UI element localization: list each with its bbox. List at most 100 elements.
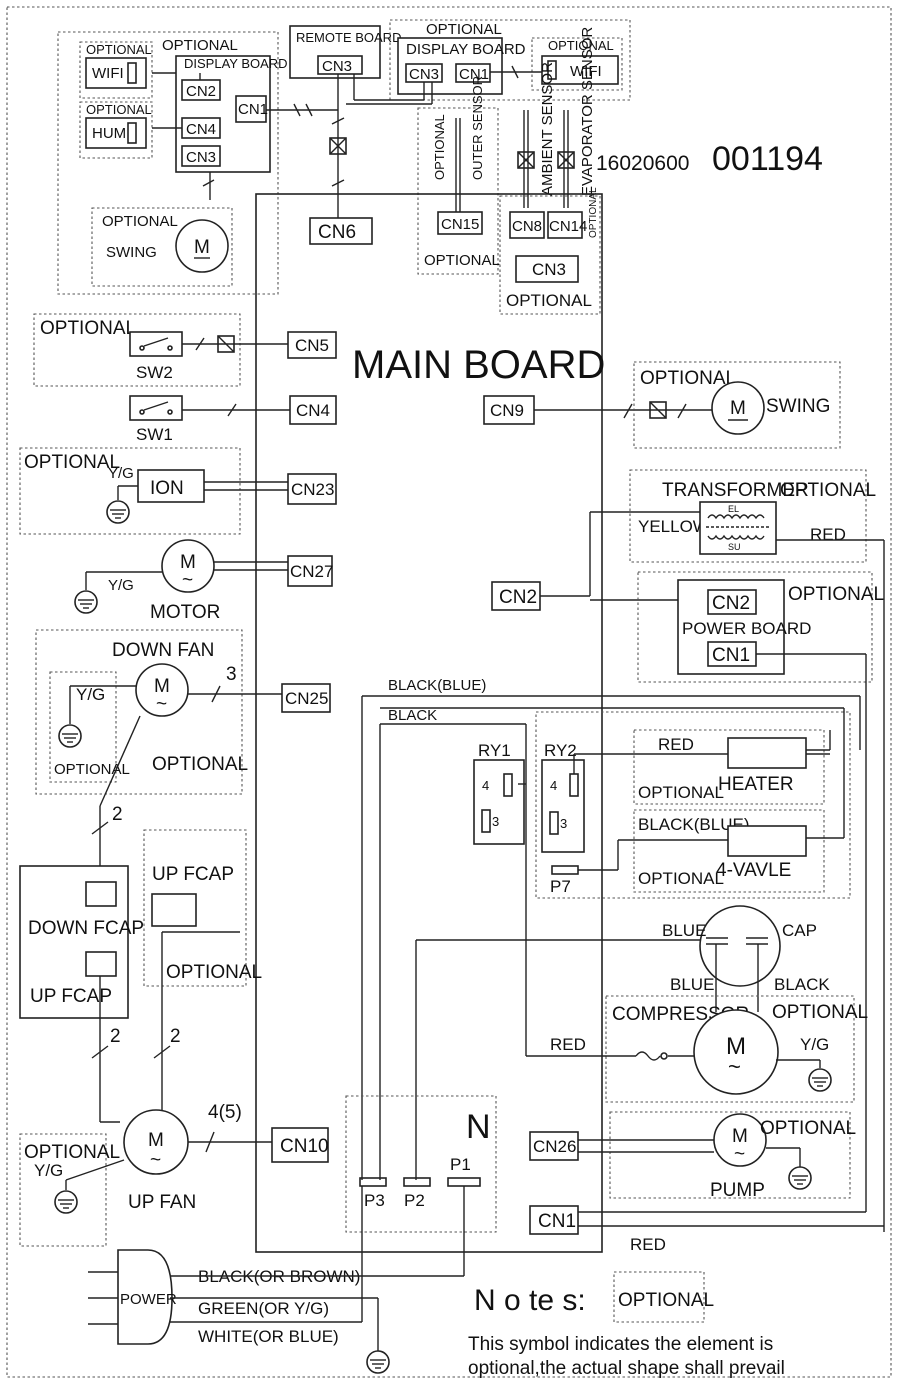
remote-cn3 — [317, 55, 363, 75]
down-fan-ground-icon — [58, 724, 82, 748]
display-left-cn3 — [181, 145, 221, 167]
ry1-label: RY1 — [478, 741, 511, 760]
swing-right-ferrite — [649, 401, 667, 419]
p2-label: P2 — [404, 1191, 425, 1210]
cn6-label: CN6 — [318, 222, 356, 243]
optional-label: OPTIONAL — [424, 252, 500, 269]
display-right-cn3-label: CN3 — [409, 66, 439, 83]
black-blue-label: BLACK(BLUE) — [388, 677, 486, 694]
display-left-cn2 — [181, 79, 221, 101]
cn2-label: CN2 — [499, 587, 537, 608]
down-fan-wire-count: 3 — [226, 664, 237, 685]
cn4-connector — [289, 395, 337, 425]
up-fan-tilde: ~ — [150, 1150, 161, 1171]
remote-board — [289, 25, 381, 79]
swing-label-right: SWING — [766, 396, 830, 417]
wifi-connector-left — [127, 62, 137, 84]
display-left-cn1-label: CN1 — [238, 101, 268, 118]
optional-label: OPTIONAL — [548, 38, 614, 53]
compressor-tilde: ~ — [728, 1054, 741, 1079]
optional-label: OPTIONAL — [638, 869, 724, 888]
cn5-connector — [287, 331, 337, 359]
cn1-connector — [529, 1205, 579, 1235]
cn4-label: CN4 — [296, 401, 330, 420]
display-right-cn1-label: CN1 — [459, 66, 489, 83]
optional-up-fcap-group — [143, 829, 247, 987]
optional-label: OPTIONAL — [24, 1142, 120, 1163]
serial-number-big: 001194 — [712, 140, 823, 178]
heater — [727, 737, 807, 769]
outer-sensor-label: OUTER SENSOR — [470, 76, 485, 180]
optional-label: OPTIONAL — [432, 114, 447, 180]
p2-terminal — [403, 1177, 431, 1187]
power-label: POWER — [120, 1291, 177, 1308]
optional-display-group-left — [57, 31, 279, 295]
swing-motor-right — [711, 381, 765, 435]
cn23-label: CN23 — [291, 480, 334, 499]
hum-connector — [127, 122, 137, 144]
compressor-motor — [693, 1009, 779, 1095]
power-board-cn1-label: CN1 — [712, 645, 750, 666]
red-label-transformer: RED — [810, 525, 846, 544]
sw1-switch — [129, 395, 183, 421]
remote-cn3-label: CN3 — [322, 58, 352, 75]
motor-m: M — [180, 552, 196, 573]
cn6-ferrite — [329, 137, 347, 155]
sensor-cn3-connector — [515, 255, 579, 283]
optional-label: OPTIONAL — [86, 42, 152, 57]
optional-label: OPTIONAL — [772, 1002, 868, 1023]
cn15-label: CN15 — [441, 216, 479, 233]
p7-label: P7 — [550, 877, 571, 896]
swing-label-left: SWING — [106, 244, 157, 261]
up-fcap-wire-count-b: 2 — [170, 1026, 181, 1047]
wifi-label-right: WIFI — [570, 63, 602, 80]
swing-motor-right-m: M — [730, 398, 746, 419]
optional-terminal-group — [345, 1095, 497, 1233]
down-fan-motor — [135, 663, 189, 717]
cn25-connector — [281, 683, 331, 713]
ion-yg-label: Y/G — [108, 465, 134, 482]
optional-pump-group — [609, 1111, 851, 1199]
wifi-label-left: WIFI — [92, 65, 124, 82]
optional-label: OPTIONAL — [780, 480, 876, 501]
cn6-connector — [309, 217, 373, 245]
optional-label: OPTIONAL — [760, 1118, 856, 1139]
ambient-sensor-ferrite — [517, 151, 535, 169]
pump-label: PUMP — [710, 1180, 765, 1201]
optional-label: OPTIONAL — [162, 37, 238, 54]
optional-wifi-box-left — [79, 41, 153, 99]
ry1-pin-3: 3 — [492, 814, 499, 829]
wifi-connector-right — [547, 60, 557, 80]
display-left-cn1 — [235, 95, 267, 123]
sw2-switch — [129, 331, 183, 357]
notes-line-2: optional,the actual shape shall prevail — [468, 1358, 785, 1379]
p3-label: P3 — [364, 1191, 385, 1210]
cn15-connector — [437, 211, 483, 235]
power-board-label: POWER BOARD — [682, 619, 811, 638]
evaporator-sensor-ferrite — [557, 151, 575, 169]
optional-down-fan-yg — [49, 671, 117, 783]
optional-label: OPTIONAL — [788, 584, 884, 605]
sw1-label: SW1 — [136, 425, 173, 444]
optional-power-board-group — [637, 571, 873, 683]
down-fan-m: M — [154, 676, 170, 697]
ion-box — [137, 469, 205, 503]
pump-m: M — [732, 1126, 748, 1147]
optional-label: OPTIONAL — [86, 102, 152, 117]
motor-ground-icon — [74, 590, 98, 614]
notes-title: N o te s: — [474, 1284, 586, 1317]
4-valve-label: 4-VAVLE — [716, 860, 791, 881]
optional-label: OPTIONAL — [152, 754, 248, 775]
heater-red-label: RED — [658, 735, 694, 754]
optional-wifi-box-right — [531, 37, 623, 91]
hum-label: HUM — [92, 125, 126, 142]
ry2-pin-4: 4 — [550, 778, 557, 793]
optional-label: OPTIONAL — [638, 783, 724, 802]
cn27-connector — [287, 555, 333, 587]
cn8-connector — [509, 211, 545, 239]
power-board-cn2 — [707, 589, 757, 615]
power-ground-icon — [366, 1350, 390, 1374]
optional-compressor-group — [605, 995, 855, 1103]
optional-label: OPTIONAL — [166, 962, 262, 983]
